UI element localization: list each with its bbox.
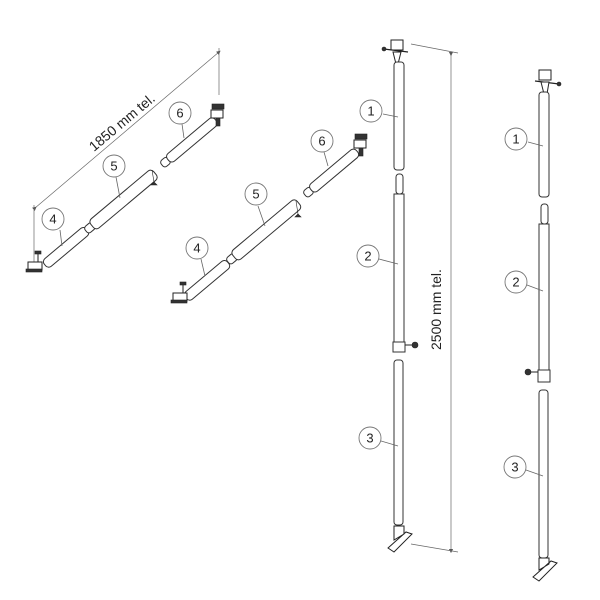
pole-top-clamp-icon: [534, 69, 562, 95]
pole-section-2: [538, 223, 550, 371]
svg-text:1: 1: [512, 132, 519, 147]
svg-text:1: 1: [367, 104, 374, 119]
pole-section-2: [393, 193, 405, 343]
svg-text:3: 3: [511, 460, 518, 475]
svg-text:4: 4: [49, 212, 56, 227]
callout-6: 6: [310, 129, 334, 167]
beam-lock-knob-icon: [150, 169, 158, 186]
pole-lock-knob-icon: [392, 341, 419, 353]
svg-text:2: 2: [364, 249, 371, 264]
svg-text:3: 3: [366, 431, 373, 446]
beam-top-clamp-icon: [353, 133, 368, 157]
beam-section-6: [160, 117, 218, 168]
beam-section-5: [226, 199, 302, 265]
pole-foot-plate-icon: [387, 525, 413, 553]
pole-section-2-insert: [395, 173, 404, 195]
callout-5: 5: [102, 154, 126, 199]
beam-dimension-label: 1850 mm tel.: [86, 90, 158, 154]
svg-text:6: 6: [318, 134, 325, 149]
beam-section-4: [183, 259, 231, 301]
svg-text:5: 5: [110, 159, 117, 174]
callout-6: 6: [168, 101, 192, 139]
pole-lock-knob-icon: [524, 368, 551, 383]
callout-3: 3: [503, 455, 544, 479]
pole-dimension-line: 2500 mm tel.: [410, 43, 459, 554]
callout-4: 4: [41, 207, 65, 247]
svg-text:2: 2: [512, 275, 519, 290]
pole-section-1: [393, 61, 405, 171]
callout-1: 1: [359, 99, 399, 123]
beam-end-clamp-icon: [170, 281, 188, 304]
beam-end-clamp-icon: [25, 250, 43, 273]
beam-section-6: [303, 148, 360, 198]
callout-3: 3: [358, 426, 399, 450]
callout-1: 1: [504, 127, 544, 151]
pole-section-2-insert: [540, 203, 549, 225]
pole-top-clamp-icon: [381, 39, 409, 65]
beam-top-clamp-icon: [210, 103, 225, 127]
pole-foot-plate-icon: [532, 557, 558, 582]
pole-section-3: [393, 359, 404, 526]
callout-4: 4: [185, 236, 209, 277]
pole-section-3: [538, 389, 549, 559]
callout-2: 2: [504, 270, 544, 294]
pole-assembly: 1 2 3: [503, 69, 562, 582]
callout-5: 5: [244, 182, 268, 227]
svg-text:5: 5: [252, 187, 259, 202]
beam-lock-knob-icon: [294, 200, 302, 218]
callout-2: 2: [356, 244, 399, 268]
svg-text:6: 6: [176, 106, 183, 121]
pole-assembly-dimensioned: 2500 mm tel. 1 2 3: [356, 39, 459, 554]
beam-assembly: 4 5 6: [170, 129, 368, 304]
beam-section-4: [42, 226, 90, 268]
pole-dimension-label: 2500 mm tel.: [428, 269, 444, 350]
beam-dimension-line: 1850 mm tel.: [32, 48, 221, 262]
svg-text:4: 4: [193, 241, 200, 256]
pole-section-1: [538, 91, 550, 198]
beam-section-5: [84, 169, 158, 234]
